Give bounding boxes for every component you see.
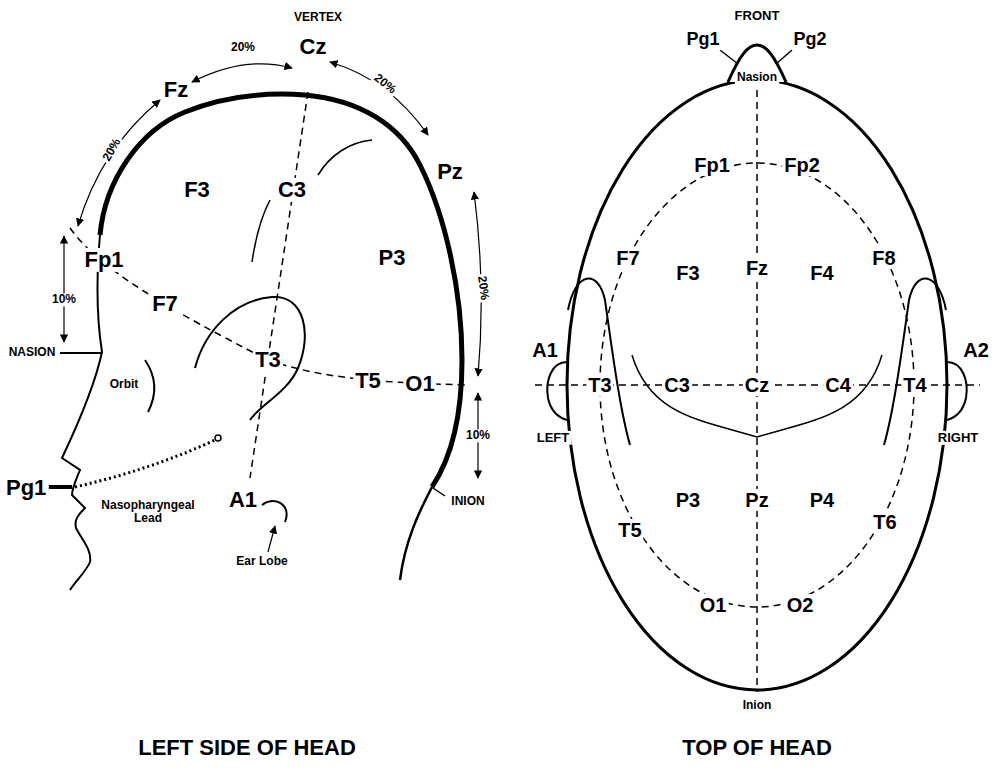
electrode-label: F3 <box>182 178 212 202</box>
electrode-label: T4 <box>901 374 928 396</box>
side-view <box>44 62 481 590</box>
pg-pointer <box>776 50 792 64</box>
electrode-label: Pg1 <box>684 30 721 50</box>
electrode-label: C3 <box>662 374 692 396</box>
direction-label: LEFT <box>535 431 572 445</box>
landmark-label: Orbit <box>108 378 141 391</box>
electrode-label: A1 <box>227 488 259 512</box>
distance-arrow <box>192 64 292 82</box>
skull-outline <box>100 94 462 487</box>
distance-arrow <box>63 236 64 342</box>
landmark-label: Nasopharyngeal Lead <box>89 499 208 525</box>
view-caption: LEFT SIDE OF HEAD <box>136 736 358 760</box>
face-profile <box>62 235 102 590</box>
ear-lobe <box>947 362 967 420</box>
distance-label: 20% <box>370 70 400 98</box>
electrode-label: O1 <box>698 594 729 616</box>
ear-lobe <box>547 362 567 420</box>
electrode-label: Cz <box>298 35 329 59</box>
electrode-label: Pg2 <box>791 30 828 50</box>
electrode-label: O1 <box>403 372 436 396</box>
electrode-label: Pz <box>743 489 770 511</box>
electrode-label: A2 <box>961 339 991 361</box>
electrode-label: C4 <box>823 374 853 396</box>
electrode-label: F7 <box>614 247 641 269</box>
electrode-label: F3 <box>674 262 701 284</box>
electrode-label: Fz <box>162 78 190 102</box>
electrode-label: T3 <box>253 348 283 372</box>
electrode-label: A1 <box>530 339 560 361</box>
electrode-label: T6 <box>871 511 898 533</box>
electrode-label: Fp1 <box>82 248 125 272</box>
circumference-line <box>70 228 470 385</box>
electrode-label: Fp2 <box>782 154 822 176</box>
electrode-label: Fp1 <box>692 154 732 176</box>
distance-label: 20% <box>229 41 257 54</box>
sulcus-line <box>252 200 270 262</box>
landmark-label: VERTEX <box>292 11 344 24</box>
landmark-label: Nasion <box>735 71 779 84</box>
nasopharyngeal-lead <box>75 440 215 487</box>
electrode-label: Pg1 <box>4 476 48 500</box>
electrode-label: O2 <box>785 594 816 616</box>
sulcus-line <box>632 355 757 437</box>
electrode-label: Cz <box>743 374 771 396</box>
electrode-label: T3 <box>586 374 613 396</box>
electrode-label: P3 <box>377 246 408 270</box>
electrode-label: F7 <box>150 292 180 316</box>
electrode-label: T5 <box>353 369 383 393</box>
lobe-pointer <box>268 526 275 552</box>
distance-arrow <box>78 100 160 226</box>
electrode-label: Fz <box>744 257 770 279</box>
distance-label: 20% <box>99 135 124 166</box>
coronal-line <box>250 92 308 478</box>
distance-label: 20% <box>475 273 492 303</box>
sulcus-line <box>757 355 882 437</box>
electrode-label: C3 <box>276 178 308 202</box>
landmark-label: NASION <box>7 346 58 359</box>
distance-label: 10% <box>464 429 492 442</box>
ear-outline <box>568 278 630 445</box>
electrode-label: Pz <box>435 160 465 184</box>
inion-pointer <box>433 488 445 496</box>
nasion-tick <box>60 352 101 354</box>
distance-arrow <box>330 62 428 135</box>
direction-label: FRONT <box>733 9 782 23</box>
view-caption: TOP OF HEAD <box>680 736 834 760</box>
landmark-label: Inion <box>741 699 774 712</box>
ear-lobe <box>262 501 287 522</box>
distance-label: 10% <box>50 293 78 306</box>
ear-outline <box>884 278 946 445</box>
electrode-label: F8 <box>870 247 897 269</box>
orbit-arc <box>145 360 154 412</box>
direction-label: RIGHT <box>936 431 980 445</box>
top-view <box>535 45 980 692</box>
landmark-label: Ear Lobe <box>234 555 289 568</box>
lead-tip <box>215 435 221 441</box>
neck-line <box>400 487 432 580</box>
electrode-label: T5 <box>616 519 643 541</box>
sulcus-line <box>318 140 372 175</box>
ear-outline <box>195 297 305 420</box>
landmark-label: INION <box>449 495 486 508</box>
electrode-label: P3 <box>674 489 702 511</box>
pg-pointer <box>720 50 738 64</box>
electrode-label: P4 <box>808 489 836 511</box>
electrode-label: F4 <box>808 262 835 284</box>
